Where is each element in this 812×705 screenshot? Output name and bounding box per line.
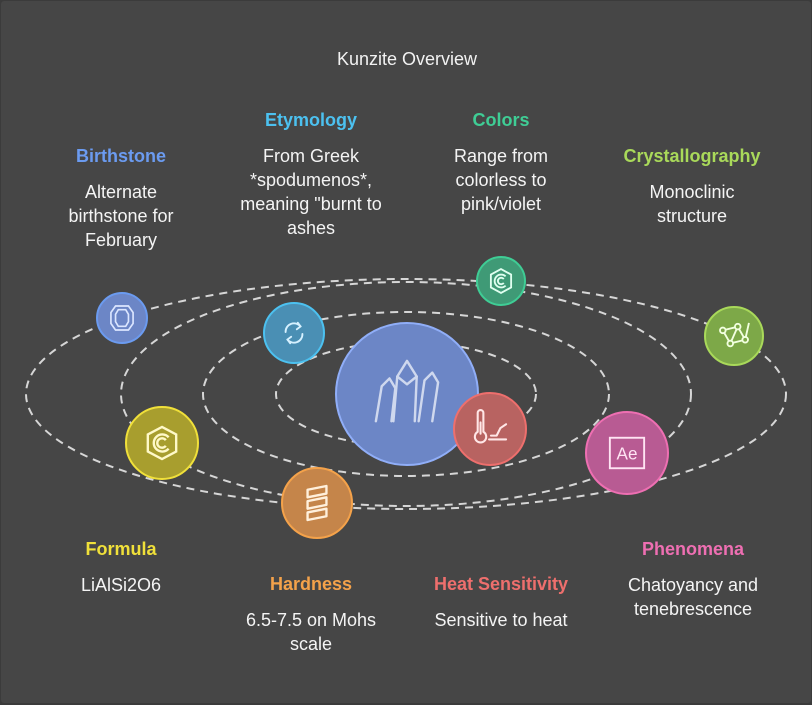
etymology-description: From Greek *spodumenos*, meaning "burnt … [240, 146, 382, 238]
copyright-icon [489, 267, 513, 295]
birthstone-node [96, 292, 148, 344]
hardness-label: Hardness [269, 574, 353, 594]
thermometer-icon [473, 409, 508, 444]
phenomena-node: Ae [585, 411, 669, 495]
diagram-title: Kunzite Overview [336, 49, 478, 69]
etymology-label: Etymology [264, 110, 357, 130]
heat-sensitivity-label: Heat Sensitivity [433, 574, 569, 594]
orbit-ring-4 [25, 278, 787, 510]
svg-text:Ae: Ae [617, 444, 638, 464]
colors-node [476, 256, 526, 306]
scale-layers-icon [306, 484, 328, 522]
formula-label: Formula [85, 539, 157, 559]
molecule-icon [719, 322, 750, 348]
refresh-icon [284, 321, 304, 345]
formula-description: LiAlSi2O6 [80, 575, 162, 595]
formula-node [125, 406, 199, 480]
colors-label: Colors [472, 110, 530, 130]
ae-icon: Ae [608, 436, 646, 470]
etymology-node [263, 302, 325, 364]
heat-sensitivity-description: Sensitive to heat [434, 610, 568, 630]
orbit-ring-3 [120, 281, 692, 507]
orbit-ring-2 [202, 311, 610, 477]
gem-icon [110, 305, 134, 331]
hardness-node [281, 467, 353, 539]
phenomena-label: Phenomena [641, 539, 745, 559]
crystallography-label: Crystallography [623, 146, 761, 166]
birthstone-description: Alternate birthstone for February [68, 182, 174, 250]
crystallography-description: Monoclinic structure [649, 182, 735, 226]
hardness-description: 6.5-7.5 on Mohs scale [245, 610, 377, 654]
colors-description: Range from colorless to pink/violet [453, 146, 549, 214]
c-hexagon-icon [146, 425, 178, 461]
birthstone-label: Birthstone [76, 146, 166, 166]
phenomena-description: Chatoyancy and tenebrescence [627, 575, 759, 619]
heat-sensitivity-node [453, 392, 527, 466]
crystallography-node [704, 306, 764, 366]
crystal-icon [374, 359, 440, 423]
